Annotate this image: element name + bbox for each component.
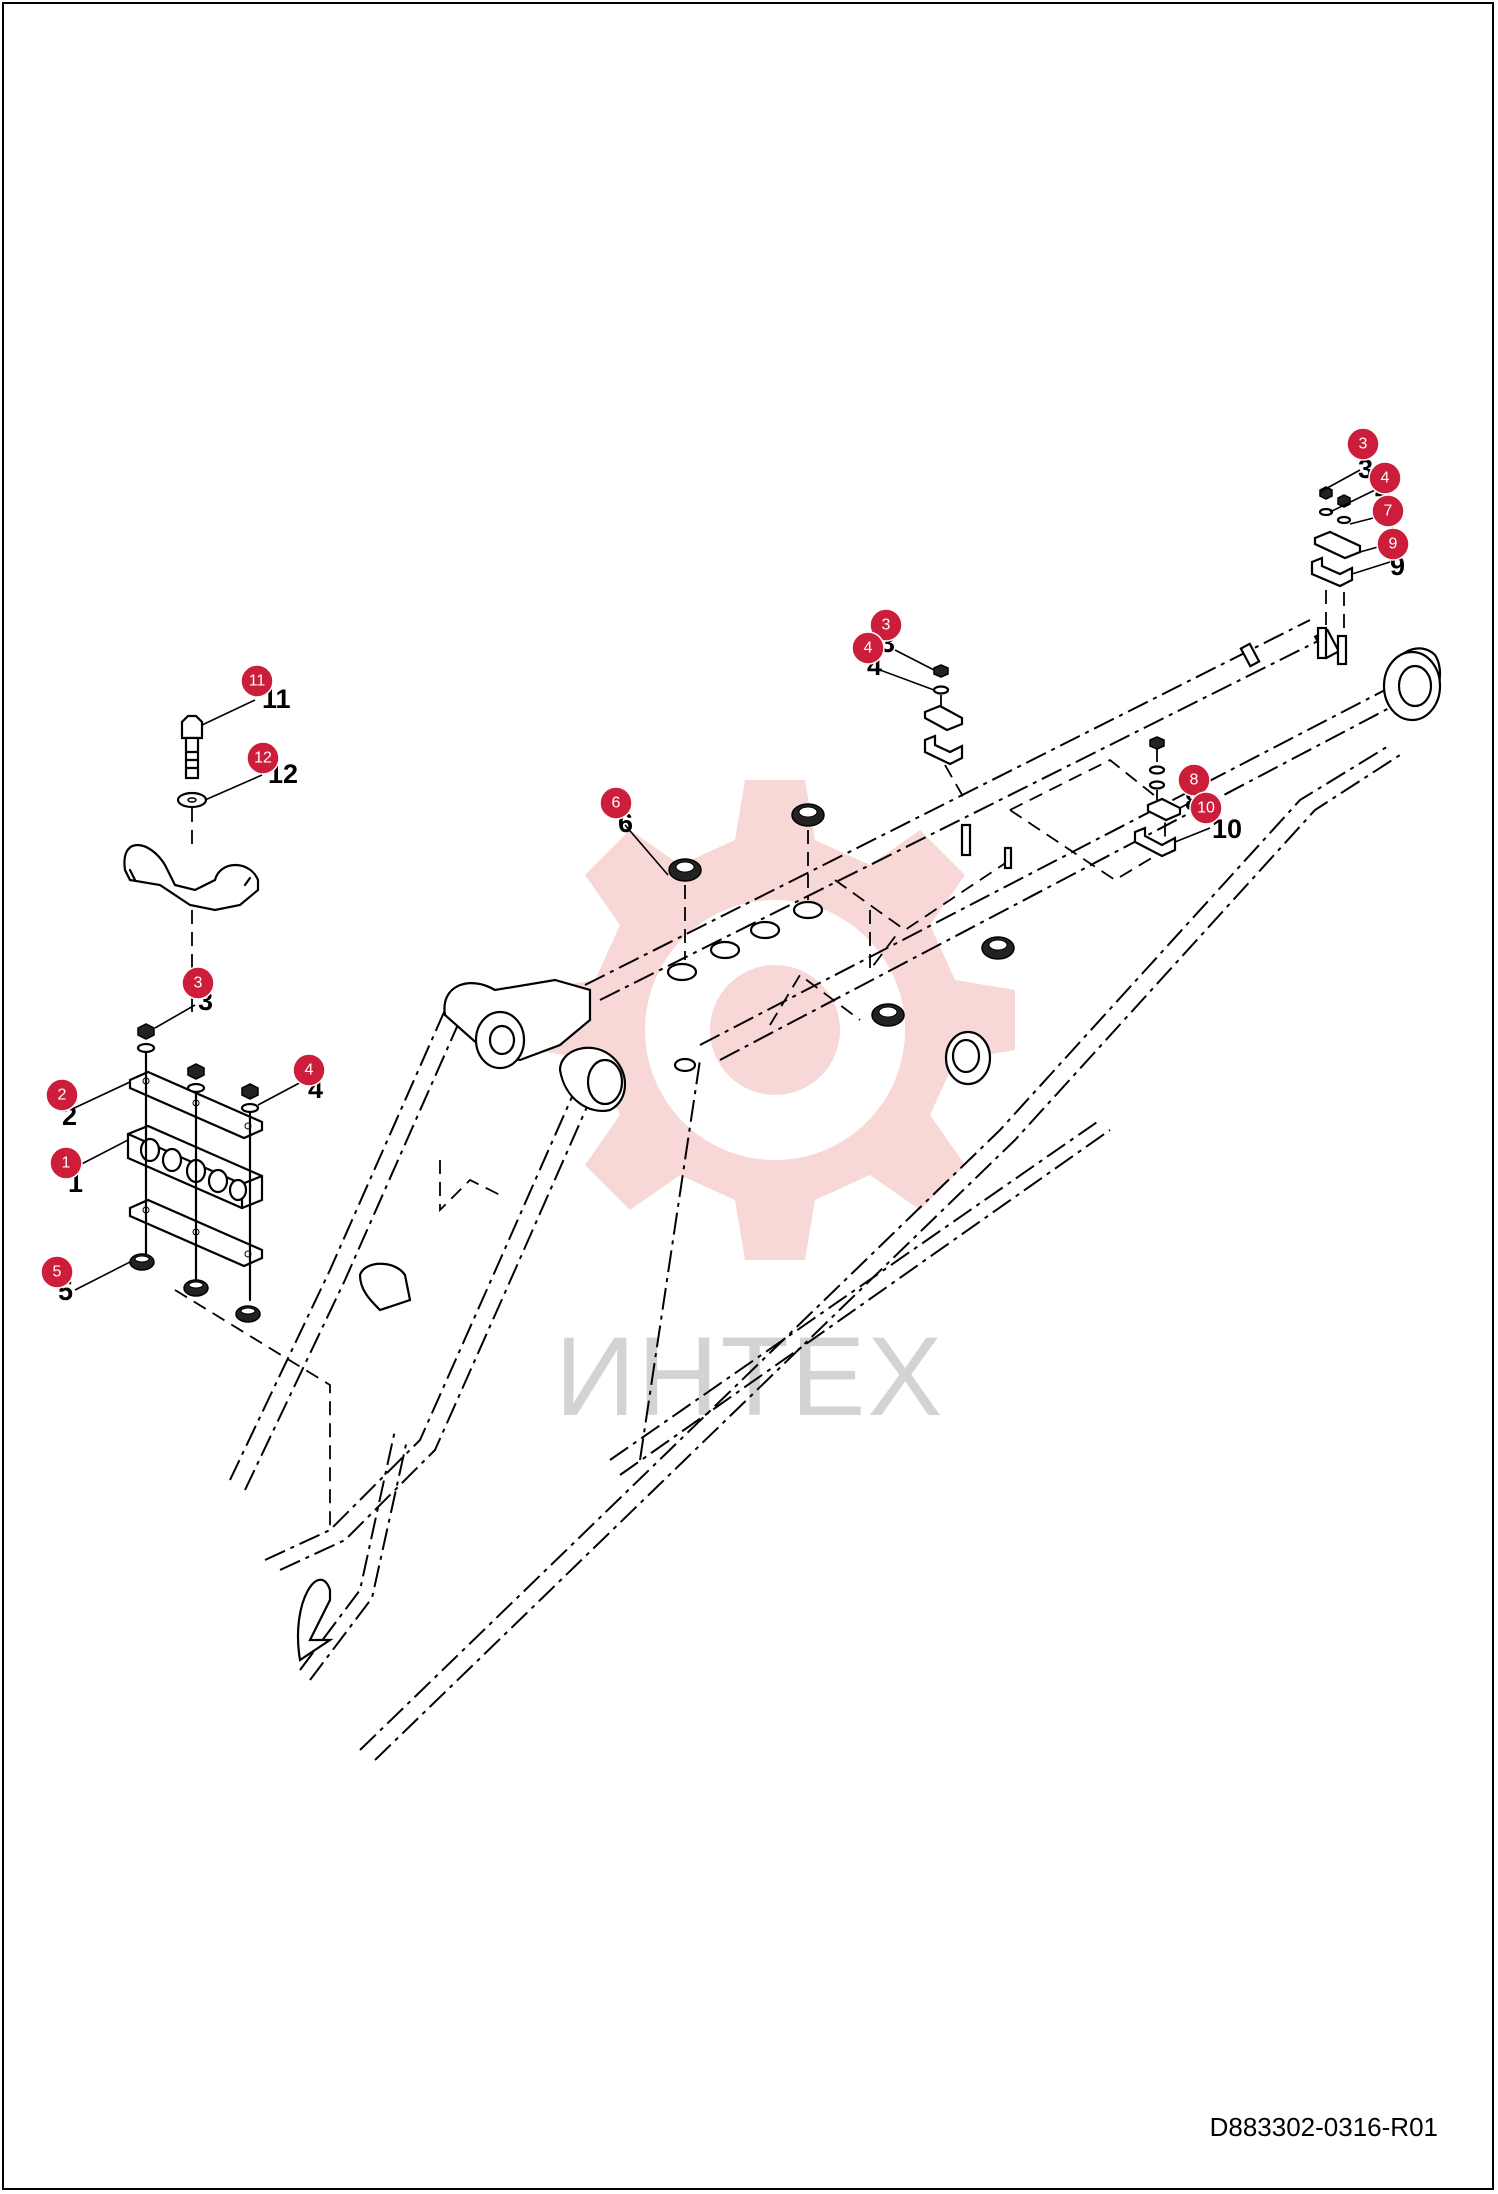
- svg-text:10: 10: [1197, 800, 1215, 817]
- watermark-text: ИНТЕХ: [555, 1314, 944, 1439]
- right-middle-clamp-assembly: [1009, 736, 1182, 858]
- boom-outline: [229, 619, 1401, 1761]
- grommet-parts: [668, 803, 1015, 1086]
- callout-9: 9 9: [1376, 527, 1410, 581]
- svg-text:3: 3: [194, 975, 203, 992]
- svg-text:4: 4: [1381, 470, 1390, 487]
- callout-3-left: 3 3: [181, 966, 215, 1016]
- callout-12: 12 12: [246, 741, 298, 789]
- callout-4-middle: 4 4: [851, 631, 885, 681]
- watermark-gear-icon: [535, 780, 1015, 1260]
- callout-3-middle: 3 3: [869, 608, 903, 658]
- top-right-clamp-assembly: [1310, 486, 1362, 666]
- svg-text:12: 12: [254, 750, 272, 767]
- svg-text:4: 4: [864, 640, 873, 657]
- svg-text:9: 9: [1389, 536, 1398, 553]
- svg-text:2: 2: [58, 1087, 67, 1104]
- callout-4-left: 4 4: [292, 1053, 326, 1104]
- middle-clamp-assembly: [923, 664, 1013, 870]
- callout-11: 11 11: [240, 664, 291, 714]
- svg-text:1: 1: [62, 1155, 71, 1172]
- svg-text:3: 3: [882, 617, 891, 634]
- svg-text:4: 4: [305, 1062, 314, 1079]
- svg-text:6: 6: [612, 795, 621, 812]
- svg-text:5: 5: [53, 1264, 62, 1281]
- callout-2: 2 2: [45, 1078, 79, 1131]
- svg-text:3: 3: [1359, 436, 1368, 453]
- callout-6: 6 6: [599, 786, 633, 838]
- callout-5: 5 5: [40, 1255, 74, 1306]
- boom-pivots: [296, 628, 1442, 1662]
- drawing-code: D883302-0316-R01: [1209, 2112, 1438, 2142]
- callout-10: 10 10: [1189, 791, 1242, 844]
- svg-text:8: 8: [1190, 772, 1199, 789]
- left-clamp-assembly: [123, 714, 331, 1530]
- svg-text:7: 7: [1384, 503, 1393, 520]
- svg-text:11: 11: [249, 673, 266, 690]
- callout-7: 7 7: [1371, 494, 1405, 536]
- boom-holes: [666, 900, 824, 1073]
- callout-1: 1 1: [49, 1146, 83, 1198]
